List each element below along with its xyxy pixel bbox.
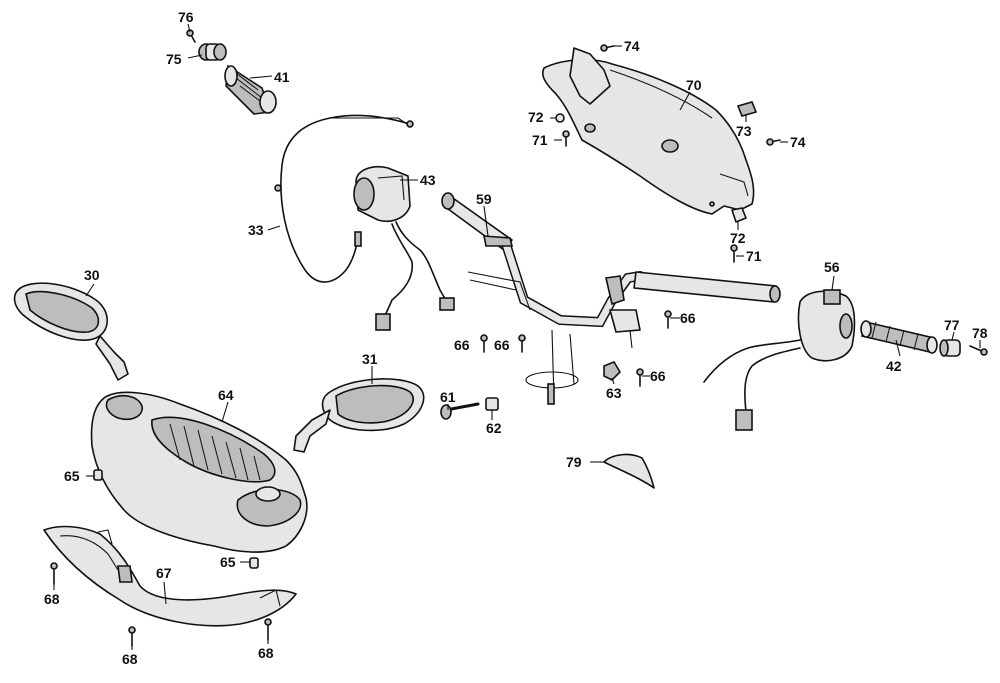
callout-72-lower: 72 (730, 230, 746, 246)
part-66-screw-a (480, 334, 488, 353)
part-72-grommet-lower (731, 207, 747, 223)
callout-63: 63 (606, 385, 622, 401)
callout-71-upper: 71 (532, 132, 548, 148)
callout-72-upper: 72 (528, 109, 544, 125)
callout-56: 56 (824, 259, 840, 275)
part-61-bolt (440, 402, 480, 420)
part-77-bar-end-weight (939, 339, 961, 357)
callout-62: 62 (486, 420, 502, 436)
part-66-screw-b (518, 334, 526, 353)
callout-68-left: 68 (44, 591, 60, 607)
callout-66-a: 66 (454, 337, 470, 353)
part-63-nut (603, 361, 622, 381)
callout-70: 70 (686, 77, 702, 93)
callout-33: 33 (248, 222, 264, 238)
part-33-throttle-cable (274, 114, 414, 283)
callout-66-b: 66 (494, 337, 510, 353)
part-41-left-grip (224, 64, 277, 115)
part-43-left-switch-housing (353, 166, 455, 331)
part-30-left-mirror (13, 282, 129, 381)
part-68-screw-middle (128, 626, 136, 647)
callout-68-right: 68 (258, 645, 274, 661)
part-76-screw (186, 29, 196, 43)
callout-74-right: 74 (790, 134, 806, 150)
callout-76: 76 (178, 9, 194, 25)
callout-78: 78 (972, 325, 988, 341)
part-65-clip-upper (93, 469, 103, 481)
part-73-clip (736, 101, 758, 117)
part-70-rear-handlebar-cover (541, 47, 755, 215)
part-66-screw-d (636, 368, 644, 387)
part-68-screw-left (50, 562, 58, 585)
part-78-screw (969, 345, 988, 356)
callout-67: 67 (156, 565, 172, 581)
callout-68-middle: 68 (122, 651, 138, 667)
part-71-screw-upper (562, 130, 570, 147)
part-66-screw-c (664, 310, 672, 329)
part-74-screw-top (600, 44, 615, 52)
part-64-front-handlebar-cover (90, 391, 308, 553)
callout-66-c: 66 (680, 310, 696, 326)
callout-labels: 76 75 41 33 43 30 64 65 65 67 68 68 68 3… (44, 9, 988, 667)
part-42-right-grip (860, 320, 938, 354)
part-72-grommet-upper (555, 113, 565, 123)
part-68-screw-right (264, 618, 272, 641)
part-65-clip-lower (249, 557, 259, 569)
part-62-nut (485, 397, 499, 411)
callout-31: 31 (362, 351, 378, 367)
callout-77: 77 (944, 317, 960, 333)
callout-75: 75 (166, 51, 182, 67)
callout-59: 59 (476, 191, 492, 207)
callout-43: 43 (420, 172, 436, 188)
part-67-lower-handlebar-cover (43, 525, 297, 627)
callout-66-d: 66 (650, 368, 666, 384)
callout-65-upper: 65 (64, 468, 80, 484)
part-79-cable-band (603, 453, 655, 489)
part-31-right-mirror (293, 378, 425, 453)
callout-65-lower: 65 (220, 554, 236, 570)
part-56-right-switch-housing (703, 289, 856, 431)
callout-41: 41 (274, 69, 290, 85)
callout-74-top: 74 (624, 38, 640, 54)
callout-64: 64 (218, 387, 234, 403)
leader-lines (53, 23, 981, 650)
part-71-screw-lower (730, 244, 738, 263)
part-74-screw-right (766, 138, 781, 146)
callout-79: 79 (566, 454, 582, 470)
callout-71-lower: 71 (746, 248, 762, 264)
callout-61: 61 (440, 389, 456, 405)
callout-30: 30 (84, 267, 100, 283)
part-75-bar-end-weight (198, 43, 227, 61)
callout-42: 42 (886, 358, 902, 374)
callout-73: 73 (736, 123, 752, 139)
part-59-handlebar (441, 192, 781, 405)
